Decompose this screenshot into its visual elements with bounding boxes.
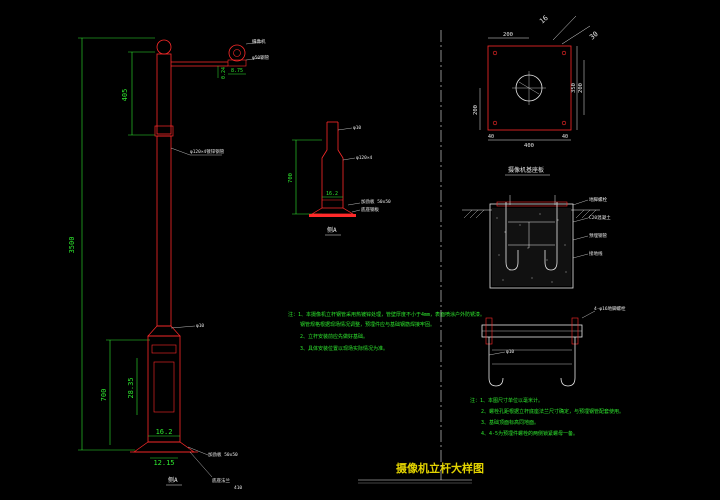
section-label-concrete: C20混凝土 [589, 214, 611, 221]
base-dimension: 16.2 [156, 428, 173, 436]
pole-pipe-label: φ120×4镀锌钢管 [190, 148, 225, 155]
detail-rib-label: 加劲板 50x50 [361, 198, 391, 205]
plan-corner-b: 40 [562, 134, 568, 140]
pole-lower-dimension: 700 [100, 389, 108, 402]
camera-label: 摄像机 [252, 38, 266, 45]
notes-left: 注：1、本摄像机立杆钢管采用热镀锌处理，管壁厚度不小于4mm，表面喷涂户外防锈漆… [288, 311, 485, 352]
note-right-3: 3、基础顶面标高同地面。 [481, 419, 539, 426]
plan-right-dimension-2: 200 [578, 83, 584, 93]
plan-right-dimension-1: 350 [571, 83, 577, 93]
arm-label: φ50钢管 [252, 54, 270, 61]
base-flange-label: 底座法兰 [212, 477, 230, 484]
note-left-2: 钢管规格根据现场情况调整，预埋件应与基础钢筋焊接牢固。 [300, 321, 435, 328]
section-label-pipe: 预埋钢管 [589, 232, 607, 239]
note-left-1: 注：1、本摄像机立杆钢管采用热镀锌处理，管壁厚度不小于4mm，表面喷涂户外防锈漆… [288, 311, 485, 318]
detail-base-dimension: 16.2 [326, 191, 338, 197]
detail-view-label: 侧A [327, 226, 337, 234]
side-detail: 700 16.2 φ10 φ120×4 加劲板 50x50 底座钢板 侧A [288, 121, 391, 236]
plan-corner-a: 40 [488, 134, 494, 140]
notes-right: 注：1、本图尺寸单位以毫米计。 2、螺栓孔距根据立杆底座法兰尺寸确定，与预埋钢管… [470, 397, 624, 437]
note-right-4: 4、4-5为预埋件螺栓的两侧锁紧螺母一备。 [481, 430, 578, 437]
plan-angle-dimension-1: 16 [538, 14, 550, 26]
arm-dimension-1: 0.24 [221, 67, 227, 79]
section-label-ground: 接地线 [589, 250, 603, 257]
note-right-1: 注：1、本图尺寸单位以毫米计。 [470, 397, 543, 404]
base-plate-plan: 200 400 40 40 200 350 200 16 30 摄像机基座板 [473, 14, 600, 176]
detail-top-label: φ10 [353, 125, 361, 131]
plan-bottom-dimension: 400 [524, 143, 534, 149]
plan-left-dimension: 200 [473, 105, 479, 115]
note-right-2: 2、螺栓孔距根据立杆底座法兰尺寸确定，与预埋钢管配套使用。 [481, 408, 624, 415]
pole-view-label: 侧A [168, 476, 178, 484]
foundation-section: 地脚螺栓 C20混凝土 预埋钢管 接地线 [462, 195, 611, 289]
arm-dimension-2: 8.75 [231, 68, 243, 74]
drawing-title: 摄像机立杆大样图 [396, 461, 484, 475]
flange-label: φ10 [196, 323, 204, 329]
pole-elevation: 3500 405 700 28.35 0.24 8.75 [68, 37, 270, 491]
plan-angle-dimension-2: 30 [588, 30, 600, 42]
base-dimension-2: 12.15 [153, 459, 174, 467]
detail-height-dimension: 700 [288, 173, 294, 183]
pole-upper-dimension: 405 [121, 89, 129, 102]
section-label-bolt: 地脚螺栓 [589, 196, 607, 203]
plan-top-dimension: 200 [503, 32, 513, 38]
anchor-bolt-label: φ10 [506, 349, 514, 355]
note-left-4: 3、具体安装位置以现场实际情况为准。 [300, 345, 388, 352]
anchor-bolt-assembly: φ10 4-φ16地脚螺栓 [481, 305, 626, 387]
base-rib-label: 加劲板 50x50 [208, 451, 238, 458]
plan-caption: 摄像机基座板 [508, 166, 544, 174]
base-size-label: 410 [234, 485, 242, 491]
detail-mid-label: φ120×4 [356, 155, 373, 161]
note-left-3: 2、立杆安装前应先做好基础。 [300, 333, 368, 340]
detail-plate-label: 底座钢板 [361, 206, 379, 213]
pole-total-dimension: 3500 [68, 237, 76, 254]
pole-door-dimension: 28.35 [127, 377, 135, 398]
anchor-plate-label: 4-φ16地脚螺栓 [594, 305, 626, 312]
